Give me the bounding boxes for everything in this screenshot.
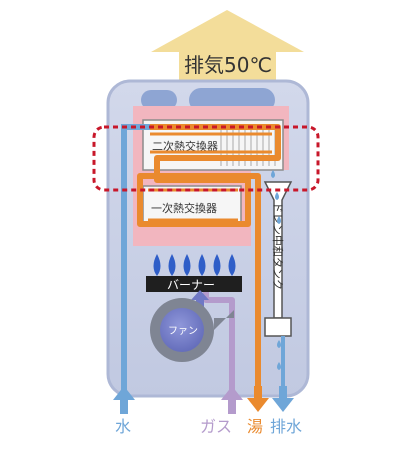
droplet — [277, 216, 281, 224]
flame-icon — [183, 254, 191, 276]
secondary-hx-highlight — [92, 125, 320, 192]
exhaust-arrow — [151, 10, 304, 84]
drain-tank — [263, 181, 293, 337]
exhaust-port-left — [141, 90, 177, 110]
droplet — [275, 192, 279, 200]
gas-in-arrow-icon — [221, 386, 243, 414]
primary-hx-label: 一次熱交換器 — [151, 201, 217, 215]
water-in-arrow-icon — [113, 386, 135, 414]
flame-icon — [198, 254, 206, 276]
fan-label: ファン — [168, 326, 198, 337]
water-in-label: 水 — [115, 417, 131, 436]
fan — [150, 298, 234, 362]
secondary-hx-label: 二次熱交換器 — [152, 139, 218, 153]
exhaust-label: 排気50℃ — [184, 53, 272, 77]
flame-icon — [228, 254, 236, 276]
droplet — [277, 362, 281, 370]
burner — [146, 276, 242, 292]
drain-out-arrow-icon — [272, 386, 294, 412]
gas-label: ガス — [200, 417, 232, 436]
drain-droplets — [271, 170, 281, 370]
gas-pipe — [203, 290, 235, 392]
droplet — [277, 340, 281, 348]
hot-water-coil — [137, 124, 281, 392]
flame-icon — [213, 254, 221, 276]
burner-flames — [153, 254, 236, 276]
hot-water-out-arrow-icon — [247, 386, 269, 412]
air-arrow-icon — [191, 290, 209, 308]
flame-icon — [168, 254, 176, 276]
droplet — [271, 170, 275, 178]
secondary-coil-lines — [150, 132, 272, 154]
burner-label: バーナー — [167, 278, 215, 292]
drain-out-label: 排水 — [270, 417, 302, 436]
drain-tank-label: ドレン中和タンク — [271, 202, 284, 290]
flame-icon — [153, 254, 161, 276]
hot-water-label: 湯 — [247, 417, 263, 436]
